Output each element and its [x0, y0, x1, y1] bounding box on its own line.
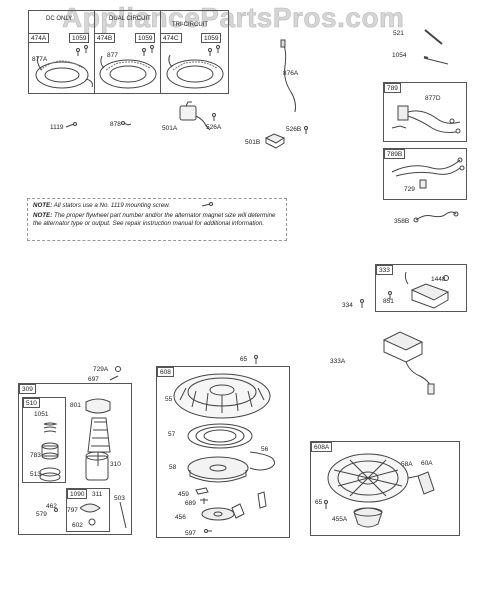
tag-608: 608: [157, 367, 174, 377]
label-1054: 1054: [392, 52, 407, 59]
note-2: NOTE: The proper flywheel part number an…: [33, 212, 283, 227]
tag-510: 510: [23, 398, 40, 408]
label-1119: 1119: [50, 124, 64, 131]
tag-1059-b: 1059: [135, 33, 156, 43]
label-311: 311: [92, 491, 103, 498]
label-579: 579: [36, 511, 47, 518]
label-65-bottom: 65: [315, 499, 323, 506]
stator-header-tri-circuit: TRI-CIRCUIT: [172, 22, 208, 28]
label-503: 503: [114, 495, 125, 502]
label-358B: 358B: [394, 218, 410, 225]
label-526A: 526A: [206, 124, 222, 131]
label-783: 783: [30, 452, 41, 459]
panel-789B: [383, 148, 467, 200]
label-521: 521: [393, 30, 404, 37]
label-501A: 501A: [162, 125, 178, 132]
panel-510: [22, 397, 66, 483]
note-1: NOTE: All stators use a No. 1119 mountin…: [33, 202, 283, 210]
note-1-label: NOTE:: [33, 202, 53, 209]
label-526B: 526B: [286, 126, 302, 133]
label-65-top: 65: [240, 356, 248, 363]
label-334: 334: [342, 302, 353, 309]
label-462: 462: [46, 503, 57, 510]
label-58A: 58A: [401, 461, 413, 468]
label-729: 729: [404, 186, 415, 193]
label-56: 56: [261, 446, 269, 453]
label-58: 58: [169, 464, 177, 471]
stator-header-dc-only: DC ONLY: [46, 16, 73, 22]
label-877A: 877A: [32, 56, 48, 63]
label-55: 55: [165, 396, 173, 403]
tag-309: 309: [19, 384, 36, 394]
note-2-text: The proper flywheel part number and/or t…: [33, 212, 276, 227]
label-877: 877: [107, 52, 118, 59]
tag-608A: 608A: [311, 442, 333, 452]
label-597: 597: [185, 530, 196, 537]
label-333A: 333A: [330, 358, 346, 365]
tag-474B: 474B: [94, 33, 116, 43]
stator-divider-1: [94, 10, 95, 94]
label-801: 801: [70, 402, 81, 409]
stator-header-dual-circuit: DUAL CIRCUIT: [109, 16, 151, 22]
label-456: 456: [175, 514, 186, 521]
panel-333: [375, 264, 467, 312]
tag-474C: 474C: [160, 33, 182, 43]
label-729A: 729A: [93, 366, 109, 373]
panel-789: [383, 82, 467, 142]
label-513: 513: [30, 471, 41, 478]
label-602: 602: [72, 522, 83, 529]
label-501B: 501B: [245, 139, 261, 146]
label-1051: 1051: [34, 411, 49, 418]
tag-789: 789: [384, 83, 401, 93]
tag-789B: 789B: [384, 149, 406, 159]
label-455A: 455A: [332, 516, 348, 523]
tag-1059-a: 1059: [69, 33, 90, 43]
panel-608A: [310, 441, 460, 536]
label-60A: 60A: [421, 460, 433, 467]
note-2-label: NOTE:: [33, 212, 53, 219]
stator-panel: [28, 10, 229, 94]
label-57: 57: [168, 431, 176, 438]
note-box: [27, 198, 287, 241]
stator-divider-2: [160, 10, 161, 94]
label-689: 689: [185, 500, 196, 507]
label-877D: 877D: [425, 95, 441, 102]
label-851: 851: [383, 298, 394, 305]
tag-1090: 1090: [67, 489, 88, 499]
label-697: 697: [88, 376, 99, 383]
tag-474A: 474A: [28, 33, 50, 43]
label-878: 878: [110, 121, 121, 128]
label-1448: 1448: [431, 276, 446, 283]
panel-608: [156, 366, 290, 538]
label-310: 310: [110, 461, 121, 468]
tag-333: 333: [376, 265, 393, 275]
watermark-text: AppliancePartsPros.com: [62, 2, 405, 34]
tag-1059-c: 1059: [201, 33, 222, 43]
label-797: 797: [67, 507, 78, 514]
label-459: 459: [178, 491, 189, 498]
panel-1090: [66, 488, 110, 532]
panel-309: [18, 383, 132, 535]
note-1-text: All stators use a No. 1119 mounting scre…: [53, 202, 171, 209]
label-876A: 876A: [283, 70, 299, 77]
